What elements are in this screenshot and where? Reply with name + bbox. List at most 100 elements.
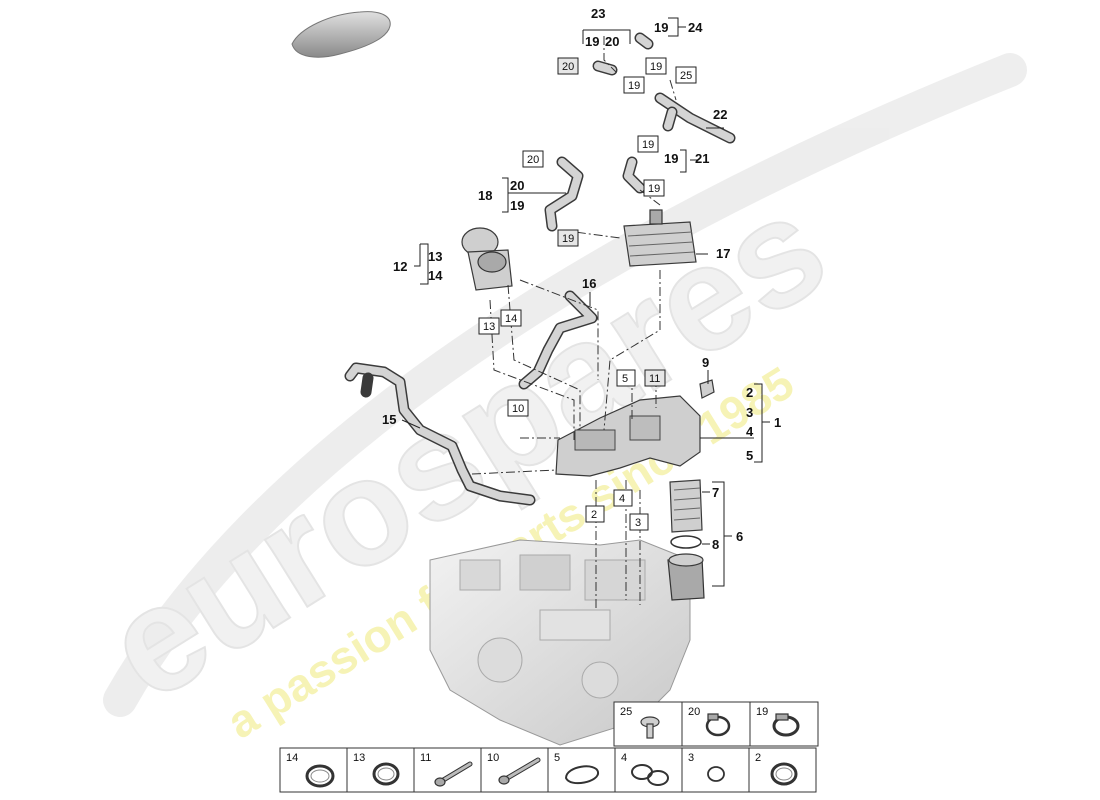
ref-box-5: 5 [616,369,636,387]
ref-box-19: 19 [643,179,665,197]
gasket-icon [631,764,669,786]
seal-ring-icon [372,762,400,786]
svg-text:5: 5 [622,373,628,385]
leader-lines [401,17,770,587]
hose-clamp-icon [705,713,731,737]
ref-box-19: 19 [637,135,659,153]
svg-text:14: 14 [505,313,517,325]
table-label-3: 3 [688,752,694,764]
svg-text:10: 10 [512,403,524,415]
table-label-4: 4 [621,752,627,764]
callout-16: 16 [582,276,596,291]
ref-box-19: 19 [623,76,645,94]
table-cell [547,747,616,793]
callout-3: 3 [746,405,753,420]
oil-cooler [623,209,697,267]
bolt-icon [498,757,541,785]
callout-19: 19 [664,151,678,166]
callout-17: 17 [716,246,730,261]
ref-box-14: 14 [500,309,522,327]
callout-19: 19 [585,34,599,49]
callout-14: 14 [428,268,443,283]
table-label-20: 20 [688,706,700,718]
callout-15: 15 [382,412,396,427]
callout-8: 8 [712,537,719,552]
filter-cover [667,553,705,601]
watermark-swoosh [103,53,1027,717]
callouts: 23 24 19 19 20 22 21 19 18 20 19 17 12 1… [382,6,781,552]
callout-7: 7 [712,485,719,500]
oil-filter-module [555,379,715,477]
ref-box-25: 25 [675,66,697,84]
callout-4: 4 [746,424,754,439]
ref-box-2: 2 [585,505,605,523]
svg-text:4: 4 [619,493,625,505]
table-label-10: 10 [487,752,499,764]
table-label-13: 13 [353,752,365,764]
hose-clamp-icon [772,713,800,737]
car-icon [291,11,391,58]
callout-1: 1 [774,415,781,430]
callout-24: 24 [688,20,703,35]
table-label-14: 14 [286,752,298,764]
callout-9: 9 [702,355,709,370]
callout-22: 22 [713,107,727,122]
boxed-labels: 20 19 19 25 19 20 19 19 13 14 5 11 10 2 … [478,57,697,531]
ref-box-19: 19 [557,229,579,247]
hose-upper-small [592,32,654,76]
table-cell [614,747,683,793]
table-label-25: 25 [620,706,632,718]
callout-19: 19 [510,198,524,213]
callout-21: 21 [695,151,709,166]
svg-text:19: 19 [642,139,654,151]
hose-22 [654,92,736,144]
parts-table-bottom: 14 13 11 10 5 4 3 2 [279,747,817,793]
ref-box-20: 20 [522,150,544,168]
seal-ring-icon [305,764,335,788]
svg-text:3: 3 [635,517,641,529]
ref-box-20: 20 [557,57,579,75]
table-label-11: 11 [420,752,431,764]
svg-text:2: 2 [591,509,597,521]
table-cell [681,747,750,793]
svg-text:19: 19 [648,183,660,195]
ref-box-10: 10 [507,399,529,417]
callout-19: 19 [654,20,668,35]
callout-2: 2 [746,385,753,400]
ref-box-3: 3 [629,513,649,531]
table-cell [681,701,751,747]
callout-18: 18 [478,188,492,203]
callout-6: 6 [736,529,743,544]
screw-icon [640,716,660,739]
bolt-icon [434,761,473,787]
svg-text:19: 19 [562,233,574,245]
parts-table-top: 25 20 19 [613,701,819,747]
table-cell [749,701,819,747]
svg-text:20: 20 [527,154,539,166]
callout-5: 5 [746,448,753,463]
svg-text:11: 11 [649,373,660,385]
gasket-icon [564,765,599,785]
table-label-19: 19 [756,706,768,718]
o-ring-icon [707,766,725,782]
seal-ring-icon [770,762,798,786]
callout-13: 13 [428,249,442,264]
table-label-5: 5 [554,752,560,764]
svg-text:20: 20 [562,61,574,73]
ref-box-11: 11 [644,369,666,387]
callout-23: 23 [591,6,605,21]
ref-box-13: 13 [478,317,500,335]
engine-block [429,539,691,746]
hose-16 [518,290,598,390]
filter-housing [461,227,513,291]
hose-20-upper [544,156,584,232]
svg-text:25: 25 [680,70,692,82]
ref-box-19: 19 [645,57,667,75]
svg-text:19: 19 [628,80,640,92]
table-cell [480,747,549,793]
callout-20: 20 [510,178,524,193]
table-label-2: 2 [755,752,761,764]
svg-text:19: 19 [650,61,662,73]
